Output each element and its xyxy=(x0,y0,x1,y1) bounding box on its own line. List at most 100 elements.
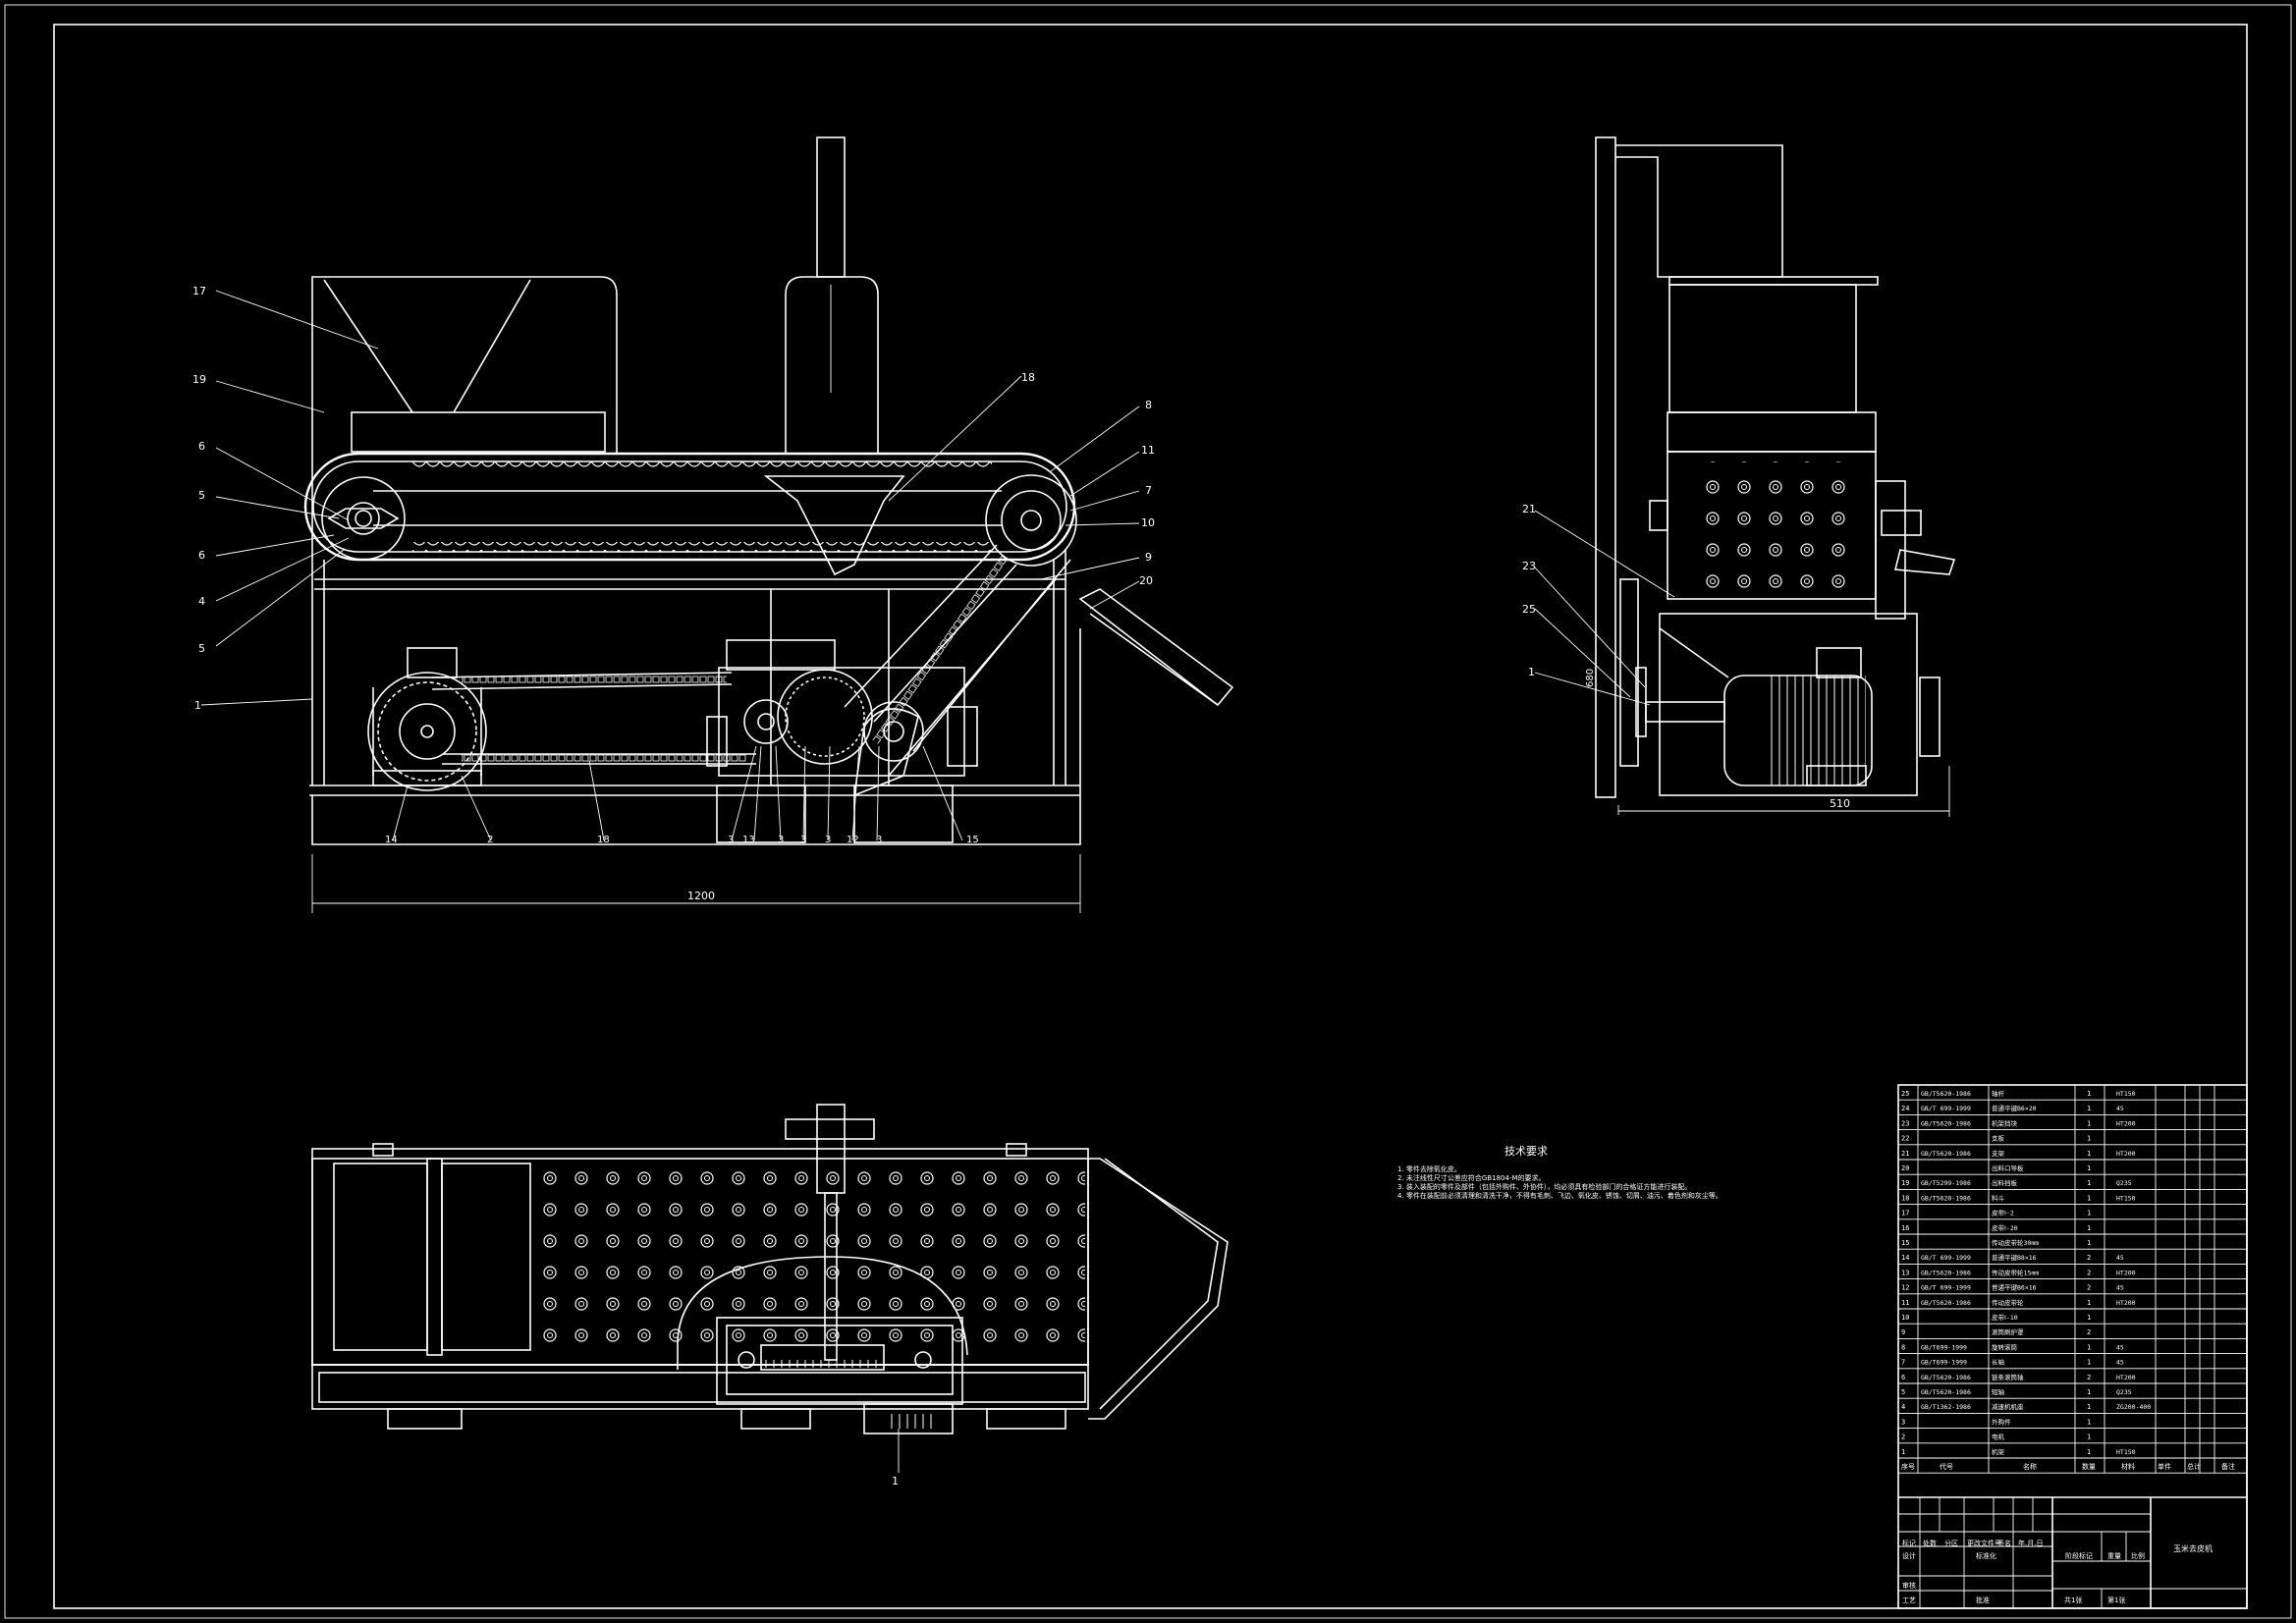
part-name: 普通平键B6×20 xyxy=(1992,1104,2037,1112)
part-no: 17 xyxy=(1901,1210,1909,1217)
callout-label: 9 xyxy=(1145,551,1152,564)
part-qty: 1 xyxy=(2087,1388,2091,1396)
bottom-label: 3 xyxy=(778,835,784,845)
part-qty: 1 xyxy=(2087,1343,2091,1351)
part-qty: 1 xyxy=(2087,1090,2091,1098)
part-code: GB/T5620-1986 xyxy=(1921,1090,1971,1098)
callout-label: 25 xyxy=(1522,603,1536,616)
header-qty: 数量 xyxy=(2082,1462,2096,1471)
part-qty: 1 xyxy=(2087,1239,2091,1247)
top-view xyxy=(311,1104,1229,1473)
part-qty: 1 xyxy=(2087,1314,2091,1322)
part-name: 机架挡块 xyxy=(1992,1118,2018,1127)
bottom-label: 2 xyxy=(487,835,493,845)
part-material: HT150 xyxy=(2116,1194,2136,1202)
callout-label: 5 xyxy=(198,642,205,655)
part-code: GB/T5620-1986 xyxy=(1921,1374,1971,1381)
tech-requirement-line: 4. 零件在装配前必须清理和清洗干净，不得有毛刺、飞边、氧化皮、锈蚀、切屑、油污… xyxy=(1397,1191,1722,1200)
title-block-label: 分区 xyxy=(1944,1539,1958,1547)
title-block-label: 更改文件号 xyxy=(1967,1539,2001,1547)
callout-label: 8 xyxy=(1145,399,1152,411)
part-qty: 1 xyxy=(2087,1224,2091,1232)
part-material: HT200 xyxy=(2116,1119,2136,1127)
part-material: HT200 xyxy=(2116,1150,2136,1158)
top-callouts: 1 xyxy=(892,1475,899,1488)
part-name: 机架 xyxy=(1992,1447,2005,1456)
callout-label: 17 xyxy=(192,285,206,298)
callout-label: 21 xyxy=(1522,503,1536,515)
part-name: 旋转滚筒 xyxy=(1992,1342,2018,1351)
bottom-label: 13 xyxy=(742,835,755,845)
part-material: HT150 xyxy=(2116,1090,2136,1098)
part-qty: 2 xyxy=(2087,1328,2091,1336)
part-material: 45 xyxy=(2116,1343,2124,1351)
part-name: 支架 xyxy=(1992,1149,2005,1158)
part-name: 链条滚筒轴 xyxy=(1992,1373,2024,1381)
part-qty: 2 xyxy=(2087,1374,2091,1381)
part-name: 滚筒刷护罩 xyxy=(1992,1327,2024,1336)
side-callouts: 21 23 25 1 680 510 xyxy=(1522,503,1850,810)
title-block-label: 设计 xyxy=(1902,1551,1916,1560)
bottom-label: 18 xyxy=(597,835,610,845)
part-no: 21 xyxy=(1901,1150,1909,1158)
part-no: 20 xyxy=(1901,1164,1909,1172)
part-no: 8 xyxy=(1901,1343,1905,1351)
bottom-label: 3 xyxy=(800,835,806,845)
part-name: 皮带Ⅰ-10 xyxy=(1992,1313,2018,1322)
part-material: 45 xyxy=(2116,1359,2124,1367)
part-name: 普通平键B6×16 xyxy=(1992,1283,2037,1292)
part-code: GB/T699-1999 xyxy=(1921,1343,1967,1351)
callout-label: 11 xyxy=(1141,444,1155,457)
part-no: 22 xyxy=(1901,1135,1909,1143)
part-material: 45 xyxy=(2116,1254,2124,1262)
title-block-label: 共1张 xyxy=(2064,1596,2082,1604)
part-no: 19 xyxy=(1901,1179,1909,1187)
part-material: 45 xyxy=(2116,1284,2124,1292)
title-block-label: 阶段标记 xyxy=(2065,1551,2093,1560)
height-dimension: 680 xyxy=(1585,669,1596,687)
part-material: HT200 xyxy=(2116,1374,2136,1381)
part-code: GB/T5620-1986 xyxy=(1921,1269,1971,1276)
callout-label: 7 xyxy=(1145,484,1152,497)
callout-label: 6 xyxy=(198,440,205,453)
bottom-label: 14 xyxy=(385,835,398,845)
part-name: 皮带Ⅰ-2 xyxy=(1992,1209,2014,1217)
part-code: GB/T5299-1986 xyxy=(1921,1179,1971,1187)
part-no: 5 xyxy=(1901,1388,1905,1396)
part-no: 14 xyxy=(1901,1254,1909,1262)
part-name: 短轴 xyxy=(1992,1387,2005,1396)
part-name: 电机 xyxy=(1992,1433,2005,1441)
part-material: HT200 xyxy=(2116,1269,2136,1276)
part-name: 出料挡板 xyxy=(1992,1178,2018,1187)
callout-label: 1 xyxy=(194,699,201,712)
part-name: 外购件 xyxy=(1992,1417,2011,1426)
callout-label: 23 xyxy=(1522,560,1536,572)
outer-border xyxy=(4,4,2292,1619)
bottom-label: 3 xyxy=(876,835,882,845)
title-block-label: 第1张 xyxy=(2107,1596,2125,1604)
callout-label: 19 xyxy=(192,373,206,386)
part-qty: 1 xyxy=(2087,1210,2091,1217)
part-material: HT200 xyxy=(2116,1299,2136,1307)
header-material: 材料 xyxy=(2121,1462,2135,1471)
part-qty: 1 xyxy=(2087,1164,2091,1172)
part-qty: 1 xyxy=(2087,1448,2091,1456)
callout-label: 20 xyxy=(1139,574,1153,587)
tech-requirements-title: 技术要求 xyxy=(1504,1145,1548,1158)
part-qty: 1 xyxy=(2087,1150,2091,1158)
tech-requirement-line: 3. 装入装配的零件及部件（包括外购件、外协件），均必须具有检验部门的合格证方能… xyxy=(1397,1182,1691,1191)
part-no: 16 xyxy=(1901,1224,1909,1232)
part-name: 支板 xyxy=(1992,1134,2005,1143)
title-block-label: 比例 xyxy=(2131,1551,2145,1560)
bottom-label: 3 xyxy=(728,835,734,845)
part-qty: 2 xyxy=(2087,1254,2091,1262)
part-code: GB/T1362-1986 xyxy=(1921,1403,1971,1411)
part-name: 皮带Ⅰ-20 xyxy=(1992,1223,2018,1232)
callout-label: 1 xyxy=(1528,666,1535,678)
part-code: GB/T 699-1999 xyxy=(1921,1284,1971,1292)
part-qty: 1 xyxy=(2087,1359,2091,1367)
part-name: 普通平键B8×16 xyxy=(1992,1253,2037,1262)
part-material: 45 xyxy=(2116,1105,2124,1112)
callout-label: 6 xyxy=(198,549,205,562)
